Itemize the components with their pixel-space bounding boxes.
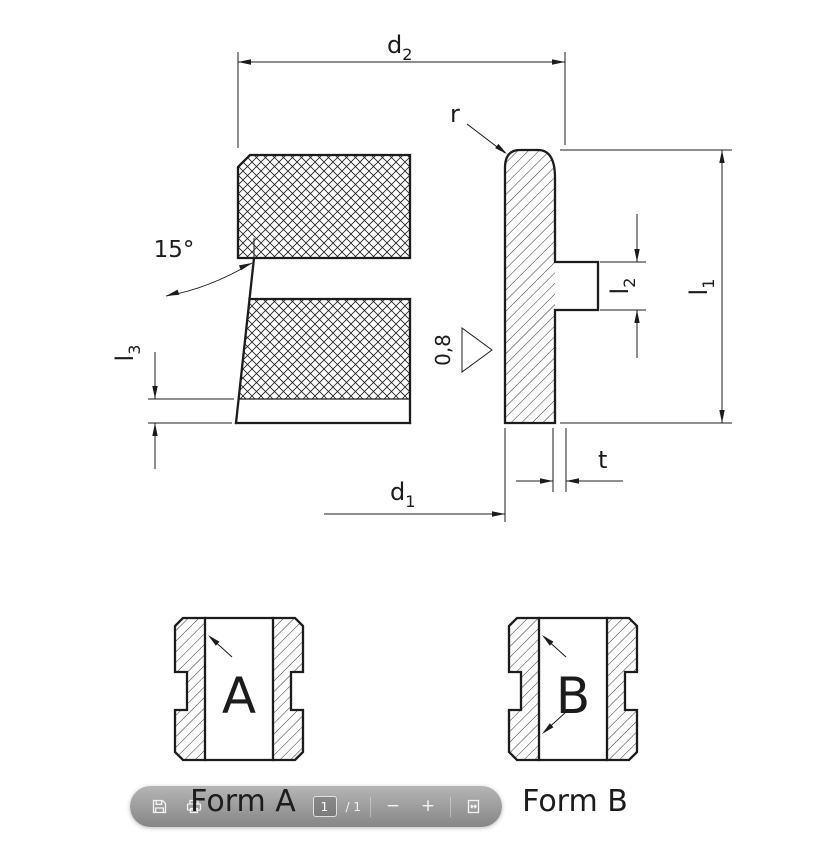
form-b-letter: B: [556, 667, 590, 725]
fit-page-button[interactable]: [460, 794, 486, 820]
roughness-label: 0,8: [431, 334, 455, 366]
dim-t-label: t: [598, 446, 607, 474]
form-b-caption: Form B: [522, 784, 628, 819]
page-total: / 1: [345, 799, 362, 814]
dim-l2-label: l2: [606, 278, 639, 295]
dimension-t: t: [516, 428, 623, 492]
page-number-box[interactable]: 1: [312, 796, 337, 817]
dimension-l2: l2: [600, 214, 646, 358]
dim-l1-label: l1: [685, 279, 718, 296]
dim-d1-label: d1: [390, 478, 415, 511]
fit-page-icon: [467, 799, 479, 814]
dim-l3-label: l3: [111, 345, 144, 362]
dimension-l1: l1: [560, 149, 732, 424]
dim-d2-label: d2: [387, 31, 412, 64]
zoom-out-button[interactable]: −: [380, 794, 406, 820]
dim-r-label: r: [450, 100, 460, 128]
dimension-l3: l3: [111, 345, 234, 469]
dim-angle-label: 15°: [154, 237, 195, 263]
form-b-view: B Form B: [507, 616, 639, 819]
print-button[interactable]: [181, 794, 207, 820]
flange-section: [503, 148, 600, 425]
dimension-d2: d2: [237, 31, 566, 148]
dimension-r: r: [450, 100, 507, 154]
knurled-body: [234, 153, 412, 425]
page-current: 1: [320, 799, 329, 814]
dimension-d1: d1: [324, 428, 506, 522]
pdf-viewer-toolbar: 1 / 1 − +: [130, 786, 502, 827]
save-button[interactable]: [146, 794, 172, 820]
form-a-letter: A: [222, 667, 256, 725]
surface-roughness: 0,8: [431, 327, 493, 373]
toolbar-divider: [450, 796, 451, 817]
zoom-in-button[interactable]: +: [415, 794, 441, 820]
save-icon: [152, 799, 166, 814]
main-view: d2 r 15° 0,8: [111, 31, 732, 522]
toolbar-divider: [370, 796, 371, 817]
dimension-angle: 15°: [154, 237, 255, 297]
print-icon: [186, 799, 202, 814]
